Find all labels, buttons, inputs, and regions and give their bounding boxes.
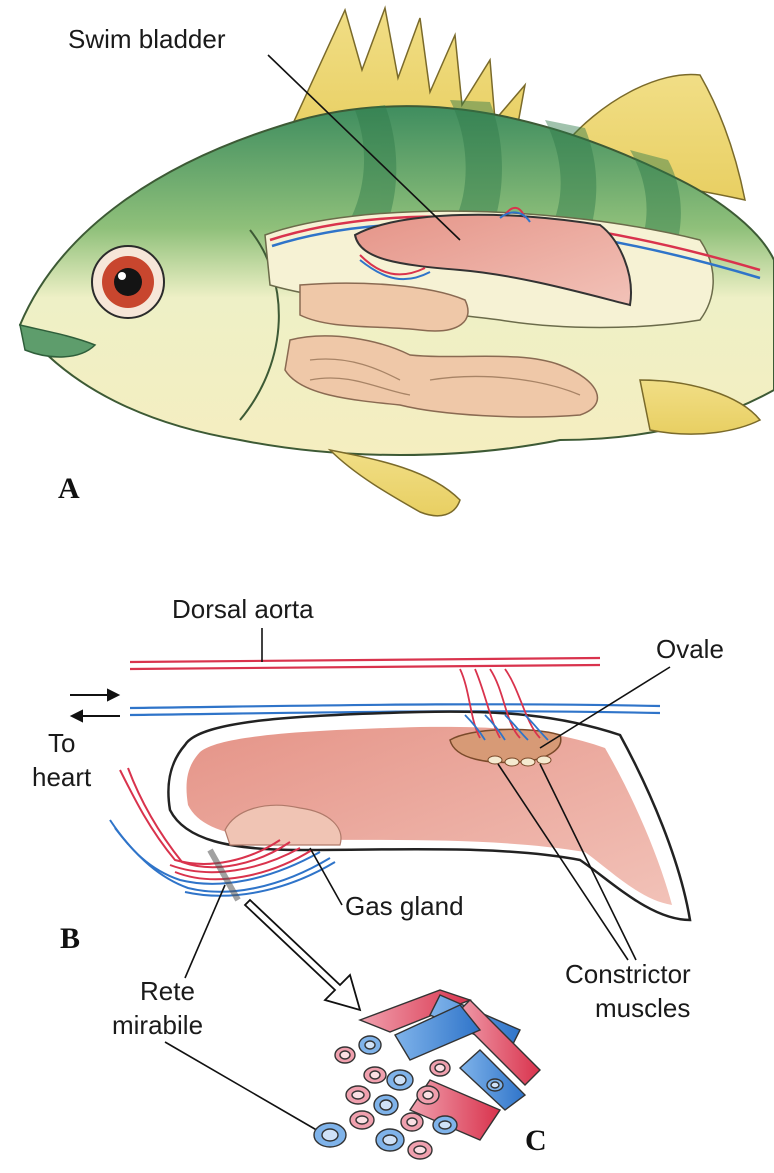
leader-gas-gland — [310, 848, 342, 905]
fish-eye — [92, 246, 164, 318]
magnify-arrow — [245, 900, 360, 1010]
flow-arrows — [70, 690, 120, 721]
label-swim-bladder: Swim bladder — [68, 24, 226, 54]
anal-fin — [330, 450, 460, 516]
aorta-vessels — [130, 658, 660, 715]
panel-label-c: C — [525, 1124, 547, 1157]
panel-label-b: B — [60, 922, 80, 955]
rete-cross-section — [314, 990, 540, 1159]
label-muscles: muscles — [595, 993, 690, 1023]
label-to: To — [48, 728, 75, 758]
label-heart: heart — [32, 762, 92, 792]
label-mirabile: mirabile — [112, 1010, 203, 1040]
label-gas-gland: Gas gland — [345, 891, 464, 921]
label-dorsal-aorta: Dorsal aorta — [172, 594, 314, 624]
leader-rete-b — [185, 885, 225, 978]
fish-illustration — [20, 8, 774, 516]
panel-label-a: A — [58, 472, 80, 505]
label-rete: Rete — [140, 976, 195, 1006]
label-constrictor: Constrictor — [565, 959, 691, 989]
leader-rete-c — [165, 1042, 320, 1132]
label-ovale: Ovale — [656, 634, 724, 664]
